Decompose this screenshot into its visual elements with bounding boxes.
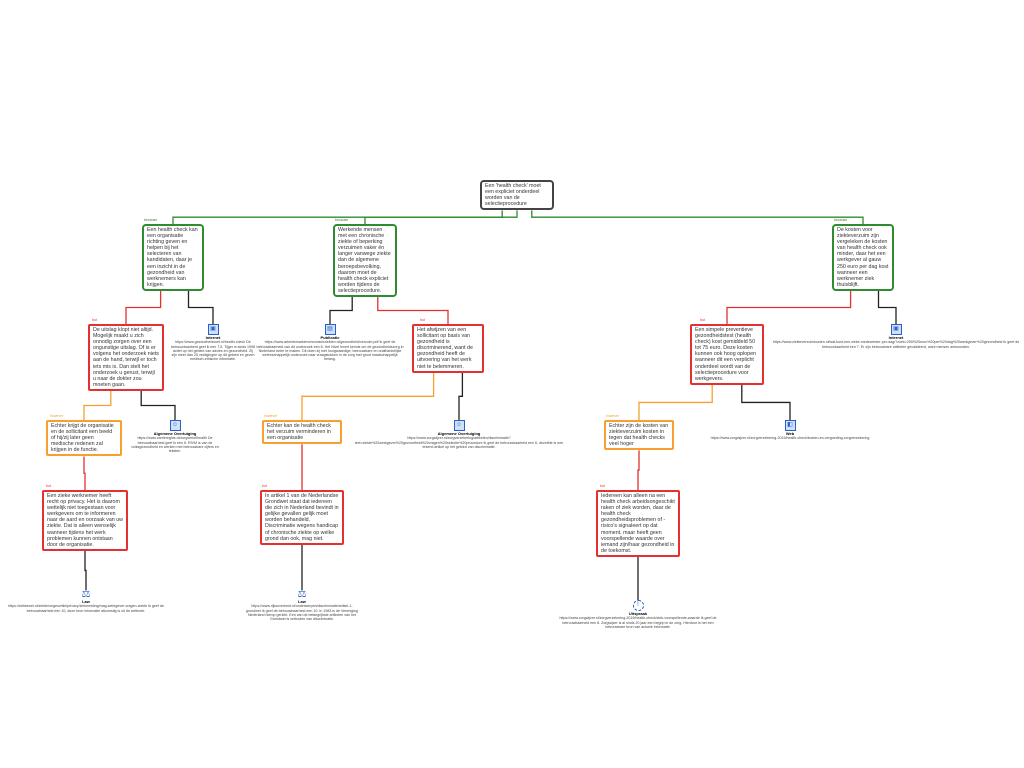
connector-line — [83, 390, 112, 420]
but-label: but — [92, 318, 97, 322]
connector-line — [638, 384, 713, 420]
connector-line — [741, 384, 791, 420]
but-label: but — [700, 318, 705, 322]
because-label: because — [335, 218, 349, 222]
connector-line — [726, 290, 852, 324]
objection-box[interactable]: Een simpele preventieve gezondheidstest … — [690, 324, 764, 385]
counter-objection-box[interactable]: Een zieke werknemer heeft recht op priva… — [42, 490, 128, 551]
monitor-icon: ▣ — [890, 324, 902, 335]
connector-line — [458, 372, 464, 420]
people-icon: ☺ — [169, 420, 181, 431]
scales-icon: ⚖ — [81, 589, 91, 600]
speech-icon: ! — [632, 600, 644, 611]
main-claim[interactable]: Een 'health check' moet een expliciet on… — [480, 180, 554, 211]
reason-box[interactable]: Een health check kan een organisatie ric… — [142, 224, 204, 291]
rebuttal-box[interactable]: Echter krijgt de organisatie en de solli… — [46, 420, 122, 457]
connector-line — [83, 456, 86, 490]
connector-line — [172, 210, 503, 224]
but-label: but — [600, 484, 605, 488]
counter-objection-box[interactable]: In artikel 1 van de Nederlandse Grondwet… — [260, 490, 344, 545]
but-label: but — [420, 318, 425, 322]
objection-box[interactable]: Het afwijzen van een sollicitant op basi… — [412, 324, 484, 373]
however-label: however — [50, 414, 64, 418]
reason-box[interactable]: De kosten voor ziekteverzuim zijn vergel… — [832, 224, 894, 291]
connector-line — [531, 210, 864, 224]
reason-box[interactable]: Werkende mensen met een chronische ziekt… — [333, 224, 397, 298]
counter-objection-box[interactable]: Iedereen kan alleen na een health check … — [596, 490, 680, 557]
monitor-icon: ▣ — [207, 324, 219, 335]
connector-line — [140, 390, 176, 420]
connector-line — [877, 290, 897, 324]
however-label: however — [606, 414, 620, 418]
connector-line — [329, 297, 353, 324]
however-label: however — [264, 414, 278, 418]
rebuttal-box[interactable]: Echter zijn de kosten van ziekteverzuim … — [604, 420, 674, 451]
but-label: but — [46, 484, 51, 488]
connector-line — [84, 550, 87, 590]
because-label: because — [834, 218, 848, 222]
because-label: because — [144, 218, 158, 222]
connector-line — [187, 290, 214, 324]
connector-line — [364, 210, 518, 224]
web-page-icon: ◧ — [784, 420, 796, 431]
connector-line — [125, 290, 162, 324]
but-label: but — [262, 484, 267, 488]
rebuttal-box[interactable]: Echter kan de health check het verzuim v… — [262, 420, 342, 445]
connector-line — [301, 372, 435, 420]
people-icon: ☺ — [453, 420, 465, 431]
book-icon: ▤ — [324, 324, 336, 335]
connector-line — [637, 450, 640, 490]
objection-box[interactable]: De uitslag klopt niet altijd. Mogelijk m… — [88, 324, 164, 391]
connector-line — [377, 297, 449, 324]
scales-icon: ⚖ — [297, 589, 307, 600]
